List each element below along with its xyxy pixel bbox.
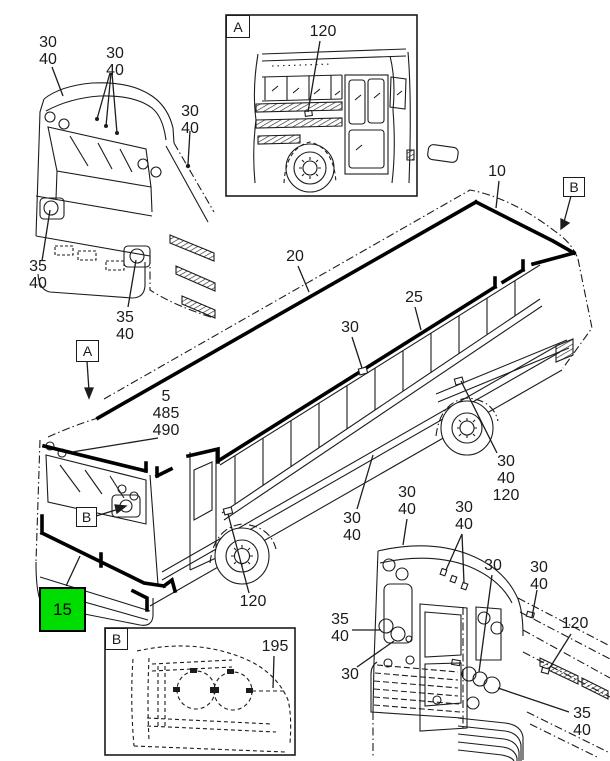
callout-rear-roof-clips: 30 40 — [455, 499, 473, 533]
callout-rear-light-right-top: 30 — [484, 557, 502, 574]
callout-front-headlight-right: 35 40 — [116, 309, 134, 343]
view-a-pointer-marker: A — [76, 340, 99, 362]
callout-rear-light-right-lower: 35 40 — [573, 705, 591, 739]
callout-rear-light-left-lower: 30 — [341, 666, 359, 683]
detail-view-a — [225, 14, 418, 197]
callout-main-belt-clip: 30 — [341, 319, 359, 336]
callout-detail-a-clip: 120 — [309, 23, 337, 40]
main-bus-mouldings — [39, 199, 577, 612]
detail-b-corner-marker: B — [105, 628, 128, 650]
callout-rear-side-stripe: 120 — [561, 615, 589, 632]
callout-main-roof-drip: 20 — [286, 248, 304, 265]
callout-front-roof-center: 30 40 — [106, 45, 124, 79]
detail-view-b — [104, 627, 296, 756]
view-b-pointer-front-marker: B — [76, 507, 97, 527]
callout-front-roof-right: 30 40 — [181, 103, 199, 137]
callout-windshield-molding: 5 485 490 — [152, 388, 180, 439]
moulding-clips — [222, 366, 551, 675]
callout-rear-side-upper: 30 40 — [530, 559, 548, 593]
callout-main-beltline: 25 — [405, 289, 423, 306]
view-b-pointer-rear-marker: B — [563, 177, 585, 197]
callout-rear-light-left: 35 40 — [331, 611, 349, 645]
callout-rear-wheel-clip: 30 40 120 — [492, 453, 520, 504]
callout-detail-b-clip: 195 — [261, 638, 289, 655]
main-bus-view — [35, 144, 593, 626]
detail-a-corner-marker: A — [226, 15, 250, 38]
front-bus-view — [35, 82, 216, 319]
callout-rear-roof-left: 30 40 — [398, 484, 416, 518]
callout-front-roof-left: 30 40 — [39, 34, 57, 68]
highlight-callout: 15 — [39, 587, 86, 632]
callout-main-roof-rear: 10 — [488, 163, 506, 180]
callout-main-lower-side: 30 40 — [343, 510, 361, 544]
rear-bus-view — [370, 545, 610, 761]
leader-lines — [41, 40, 572, 713]
callout-front-headlight-left: 35 40 — [29, 258, 47, 292]
callout-front-wheel-clip: 120 — [239, 593, 267, 610]
